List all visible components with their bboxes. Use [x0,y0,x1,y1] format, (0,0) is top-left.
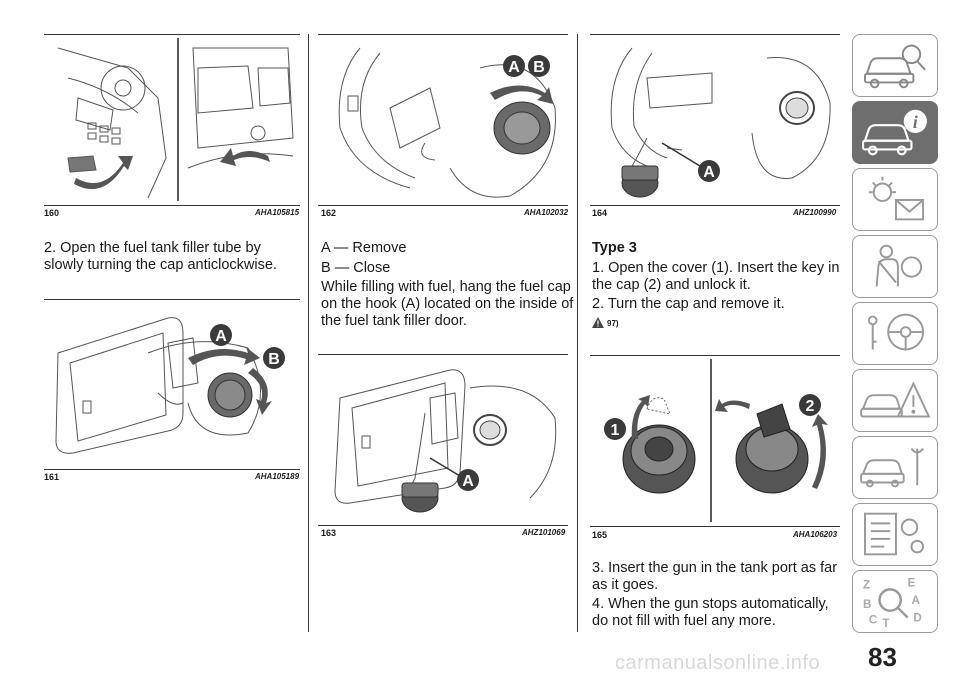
figure-code: AHA106203 [793,530,838,539]
index-letter-a: A [911,594,920,607]
seatbelt-airbag-icon[interactable] [852,235,938,298]
steering-key-icon[interactable] [852,302,938,365]
car-search-icon[interactable] [852,34,938,97]
svg-text:B: B [533,59,545,76]
section-heading-type-3: Type 3 [592,240,637,256]
car-service-wrench-icon[interactable] [852,436,938,499]
step-3-line-1: 3. Insert the gun in the tank port as fa… [592,560,838,576]
figure-162-remove-close-cap: A B [320,38,568,201]
svg-text:i: i [913,112,918,132]
svg-text:2: 2 [806,398,815,415]
figure-top-rule [590,34,840,35]
figure-number: 162 [321,208,337,218]
figure-code: AHA105189 [255,472,300,481]
step-2: 2. Turn the cap and remove it. [592,296,785,312]
step-1-line-2: the cap (2) and unlock it. [592,277,751,293]
svg-text:A: A [462,473,474,490]
paragraph-line-2: on the hook (A) located on the inside of [321,296,574,312]
figure-164-cap-hanging: A [592,38,840,201]
index-letter-z: Z [863,578,870,591]
car-info-icon[interactable]: i [852,101,938,164]
svg-text:1: 1 [611,422,620,439]
car-breakdown-warning-icon[interactable] [852,369,938,432]
watermark: carmanualsonline.info [615,652,821,674]
figure-caption-rule [590,205,840,206]
step-2-line-1: 2. Open the fuel tank filler tube by [44,240,261,256]
index-letter-e: E [908,576,916,589]
paragraph-line-3: the fuel tank filler door. [321,313,467,329]
figure-top-rule [318,354,568,355]
figure-number: 164 [592,208,608,218]
figure-165-key-unlock-cap: 1 2 [592,359,840,522]
step-3-line-2: as it goes. [592,577,659,593]
index-letter-t: T [882,617,889,630]
figure-code: AHZ100990 [793,208,837,217]
figure-top-rule [590,355,840,356]
step-2-line-2: slowly turning the cap anticlockwise. [44,257,277,273]
index-search-icon[interactable]: Z E B A C D T [852,570,938,633]
column-divider [577,34,578,632]
figure-caption-rule [590,526,840,527]
figure-caption-rule [44,205,300,206]
figure-caption-rule [44,469,300,470]
figure-number: 165 [592,530,608,540]
step-1-line-1: 1. Open the cover (1). Insert the key in [592,260,840,276]
figure-code: AHZ101069 [522,528,566,537]
column-divider [308,34,309,632]
index-letter-d: D [913,611,921,624]
figure-161-fuel-cap-rotation: A B [48,303,298,466]
figure-number: 163 [321,528,337,538]
figure-code: AHA105815 [255,208,300,217]
page-number: 83 [868,642,897,672]
warning-reference: 97) [607,319,619,328]
legend-a-remove: A — Remove [321,240,407,256]
warning-triangle-icon [592,315,604,328]
warning-light-message-icon[interactable] [852,168,938,231]
specs-gears-icon[interactable] [852,503,938,566]
figure-160-dashboard-and-fuel-door [48,38,298,201]
svg-text:A: A [508,59,520,76]
svg-text:A: A [703,164,715,181]
index-letter-b: B [863,598,871,611]
legend-b-close: B — Close [321,260,391,276]
figure-code: AHA102032 [524,208,569,217]
paragraph-line-1: While filling with fuel, hang the fuel c… [321,279,571,295]
figure-163-cap-on-hook: A [320,358,568,521]
figure-caption-rule [318,525,568,526]
index-letter-c: C [869,613,878,626]
figure-top-rule [318,34,568,35]
figure-number: 160 [44,208,60,218]
figure-number: 161 [44,472,60,482]
figure-caption-rule [318,205,568,206]
step-4-line-1: 4. When the gun stops automatically, [592,596,829,612]
figure-top-rule [44,299,300,300]
figure-top-rule [44,34,300,35]
svg-text:A: A [215,328,227,345]
step-4-line-2: do not fill with fuel any more. [592,613,776,629]
svg-text:B: B [268,351,280,368]
